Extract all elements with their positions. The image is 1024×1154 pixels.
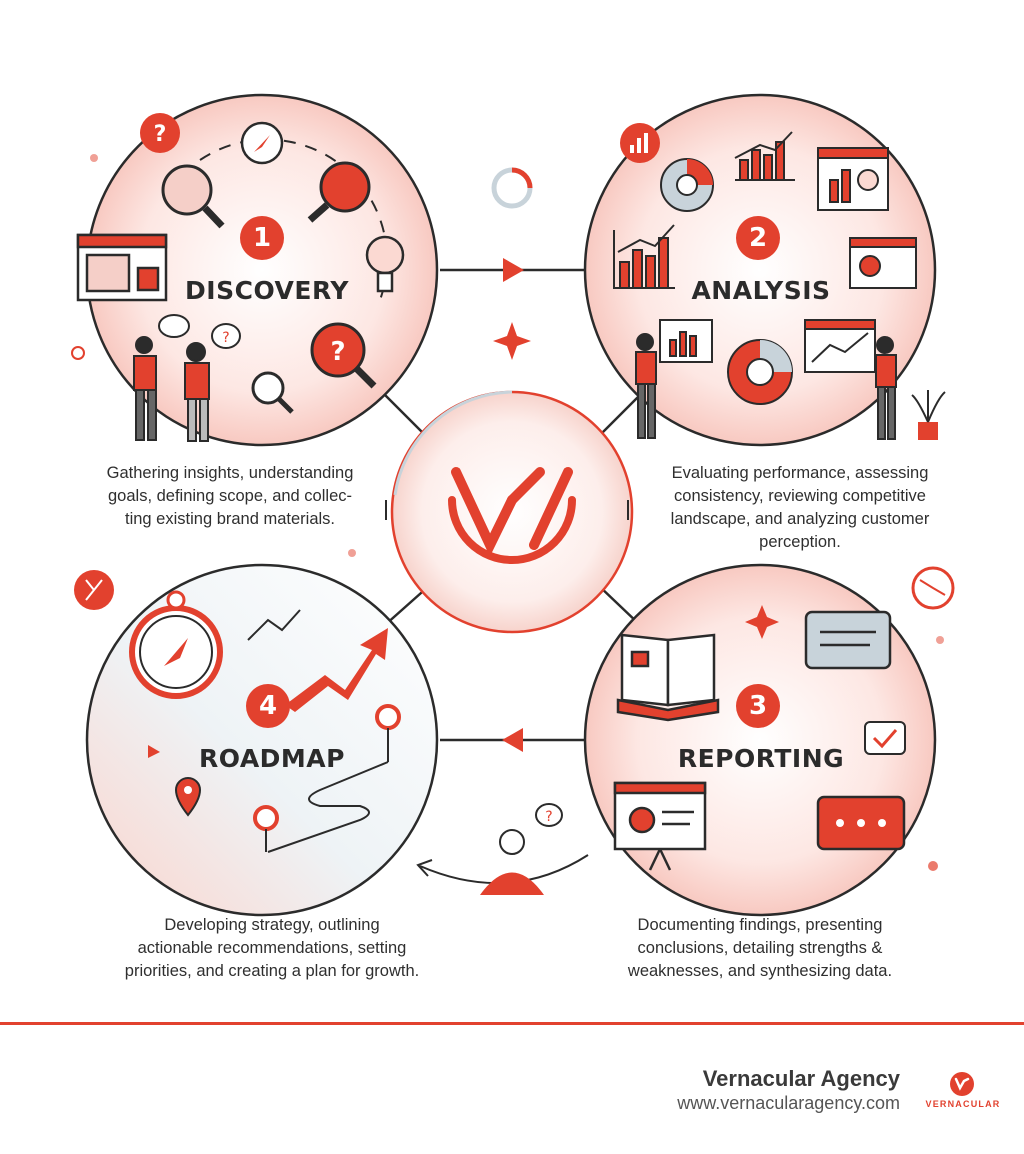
description-line: weaknesses, and synthesizing data. (627, 962, 893, 980)
stage-2-description: Evaluating performance, assessing consis… (640, 462, 960, 554)
question-icon: ? (330, 337, 345, 367)
magnifier-icon (307, 161, 371, 223)
description-line: conclusions, detailing strengths & (637, 939, 883, 957)
presentation-board-icon (613, 781, 707, 871)
browser-window-icon (76, 233, 168, 302)
stage-1-circle: ? ? ? (76, 93, 439, 447)
location-pin-icon (253, 805, 279, 852)
description-line: Evaluating performance, assessing (671, 464, 929, 482)
person-icon (184, 342, 210, 442)
stage-4-description: Developing strategy, outlining actionabl… (92, 914, 452, 983)
description-line: Documenting findings, presenting (637, 916, 883, 934)
svg-text:?: ? (222, 330, 229, 346)
browser-window-icon (849, 237, 917, 289)
clock-icon (911, 566, 955, 610)
compass-icon (129, 590, 223, 699)
chat-bubble-icon (804, 610, 892, 670)
description-line: goals, defining scope, and collec- (108, 487, 352, 505)
magnifier-icon (310, 322, 377, 389)
stage-3-badge: 3 (736, 684, 780, 728)
description-line: consistency, reviewing competitive (674, 487, 926, 505)
location-pin-icon (174, 777, 202, 817)
presentation-board-icon (804, 319, 876, 373)
stage-4-title: ROADMAP (199, 744, 345, 773)
compass-icon (240, 121, 284, 165)
loading-ring-icon (491, 167, 533, 209)
description-line: landscape, and analyzing customer (670, 510, 930, 528)
chat-bubble-icon (864, 721, 906, 755)
stage-1-title: DISCOVERY (185, 276, 349, 305)
route-path (267, 761, 389, 853)
clock-icon (74, 570, 114, 610)
presentation-board-icon (659, 319, 713, 363)
stage-3-title: REPORTING (677, 744, 845, 773)
browser-window-icon (817, 147, 889, 211)
location-pin-icon (375, 704, 401, 762)
company-url[interactable]: www.vernacularagency.com (677, 1093, 900, 1113)
arrow-right-icon (503, 258, 524, 282)
person-icon (875, 336, 897, 440)
brand-wordmark: VERNACULAR (925, 1099, 1001, 1109)
footer-divider (0, 1022, 1024, 1025)
stage-2-circle (583, 93, 946, 447)
svg-text:?: ? (154, 122, 167, 147)
description-line: ting existing brand materials. (124, 510, 336, 528)
magnifier-icon (161, 164, 225, 229)
stage-1-badge: 1 (240, 216, 284, 260)
person-icon (133, 336, 157, 441)
description-line: Developing strategy, outlining (164, 916, 380, 934)
stage-3-description: Documenting findings, presenting conclus… (600, 914, 920, 983)
stage-2-title: ANALYSIS (691, 276, 831, 305)
description-line: perception. (759, 533, 841, 551)
arrow-icon (148, 745, 160, 758)
center-hub (390, 390, 634, 634)
chart-icon (613, 224, 675, 289)
chat-bubble-icon: ? (158, 314, 241, 349)
person-icon: ? (480, 803, 563, 895)
plant-icon (911, 390, 946, 440)
sparkle-decor (71, 154, 944, 871)
growth-arrow-icon (247, 609, 388, 712)
person-icon (635, 333, 657, 439)
description-line: actionable recommendations, setting (137, 939, 407, 957)
center-logo-icon (448, 467, 576, 564)
pie-chart-icon (660, 158, 714, 212)
description-line: priorities, and creating a plan for grow… (124, 962, 420, 980)
stage-3-circle (583, 563, 937, 917)
chat-bubble-icon (816, 795, 906, 851)
stage-4-badge: 4 (246, 684, 290, 728)
chart-icon (734, 131, 795, 181)
company-name: Vernacular Agency (702, 1066, 900, 1091)
chart-icon (620, 123, 660, 163)
question-icon: ? (140, 113, 180, 153)
svg-text:?: ? (545, 809, 552, 825)
arrow-left-icon (502, 728, 523, 752)
magnifier-icon (251, 371, 294, 414)
stage-2-badge: 2 (736, 216, 780, 260)
pie-chart-icon (727, 339, 793, 405)
lightbulb-icon (365, 235, 405, 293)
book-icon (616, 633, 720, 722)
stage-1-description: Gathering insights, understanding goals,… (70, 462, 390, 531)
vernacular-logo-icon (950, 1072, 974, 1096)
description-line: Gathering insights, understanding (106, 464, 354, 482)
stage-4-circle (85, 563, 439, 917)
